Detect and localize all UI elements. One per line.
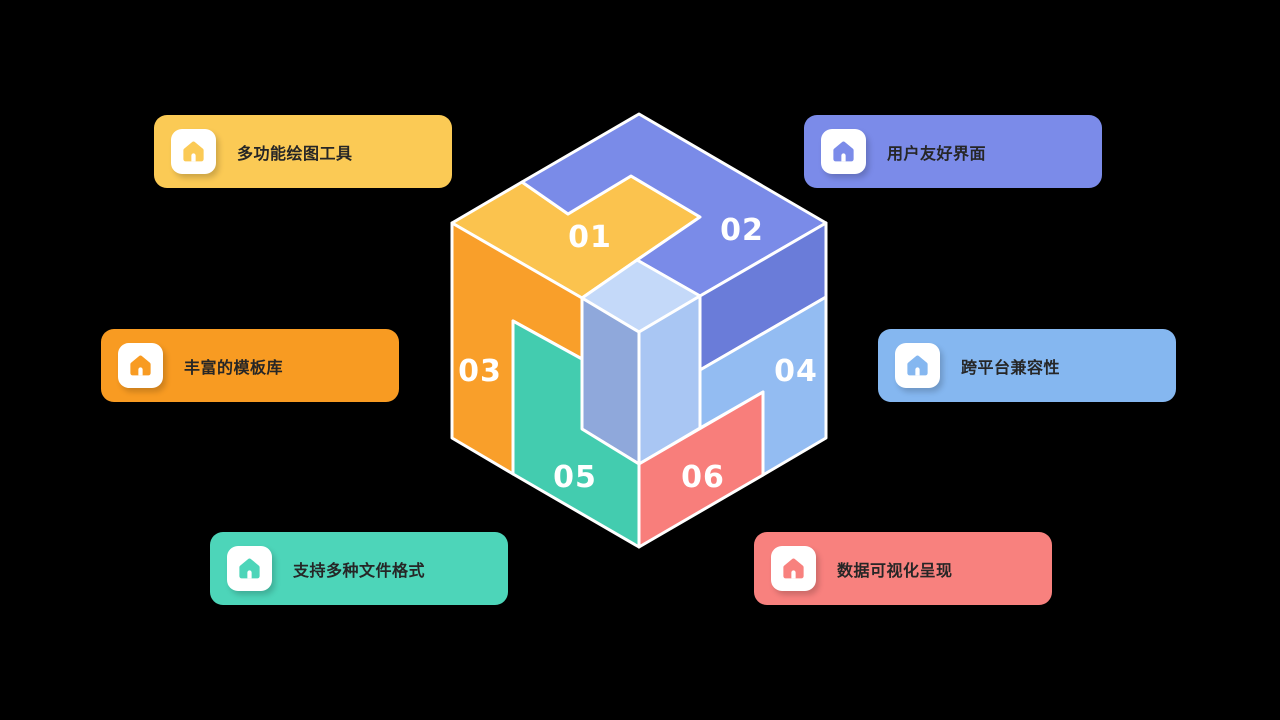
callout-card-template-library: 丰富的模板库 (101, 329, 399, 402)
callout-card-file-formats: 支持多种文件格式 (210, 532, 508, 605)
callout-label: 用户友好界面 (887, 145, 987, 163)
callout-card-cross-platform: 跨平台兼容性 (878, 329, 1176, 402)
house-icon (239, 558, 260, 579)
house-icon-tile (895, 343, 940, 388)
callout-label: 丰富的模板库 (184, 359, 284, 377)
callout-label: 数据可视化呈现 (837, 562, 953, 580)
house-icon-tile (771, 546, 816, 591)
piece-number-04: 04 (774, 354, 818, 389)
callout-card-drawing-tools: 多功能绘图工具 (154, 115, 452, 188)
callout-label: 跨平台兼容性 (961, 359, 1061, 377)
callout-card-data-visualization: 数据可视化呈现 (754, 532, 1052, 605)
house-icon (907, 355, 928, 376)
house-icon (130, 355, 151, 376)
callout-card-friendly-ui: 用户友好界面 (804, 115, 1102, 188)
piece-number-01: 01 (568, 220, 612, 255)
callout-label: 多功能绘图工具 (237, 145, 353, 163)
house-icon-tile (171, 129, 216, 174)
house-icon-tile (821, 129, 866, 174)
house-icon-tile (118, 343, 163, 388)
piece-number-02: 02 (720, 213, 764, 248)
house-icon (783, 558, 804, 579)
piece-number-03: 03 (458, 354, 502, 389)
house-icon-tile (227, 546, 272, 591)
house-icon (833, 141, 854, 162)
piece-number-05: 05 (553, 460, 597, 495)
piece-number-06: 06 (681, 460, 725, 495)
cube-piece-06-right-face (637, 390, 765, 549)
house-icon (183, 141, 204, 162)
callout-label: 支持多种文件格式 (293, 562, 426, 580)
